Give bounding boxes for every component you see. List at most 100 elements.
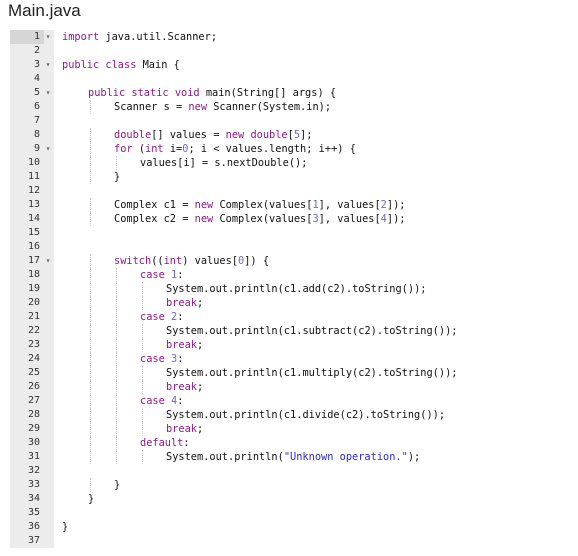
indent-guide	[90, 254, 91, 268]
code-line[interactable]: 32	[10, 464, 568, 478]
code-text: Complex c2 = new Complex(values[3], valu…	[114, 213, 406, 225]
code-text: Scanner s = new Scanner(System.in);	[114, 101, 332, 113]
line-number: 35	[27, 507, 40, 518]
indent-guide	[90, 156, 91, 170]
indent-guide	[116, 156, 117, 170]
indent-guide	[116, 380, 117, 394]
indent-guide	[90, 436, 91, 450]
code-line[interactable]: 3▾public class Main {	[10, 58, 568, 72]
code-line[interactable]: 9 ▾ for (int i=0; i < values.length; i++) …	[10, 142, 568, 156]
code-line[interactable]: 17▾switch((int) values[0]) {	[10, 254, 568, 268]
indent-guide	[90, 338, 91, 352]
code-line[interactable]: 37	[10, 534, 568, 548]
indent-guide	[90, 408, 91, 422]
code-text: double[] values = new double[5];	[114, 129, 313, 141]
code-line[interactable]: 12	[10, 184, 568, 198]
indent-guide	[142, 282, 143, 296]
code-text: import java.util.Scanner;	[62, 31, 218, 43]
indent-guide	[90, 142, 91, 156]
indent-guide	[90, 380, 91, 394]
code-line[interactable]: 5▾public static void main(String[] args)…	[10, 86, 568, 100]
indent-guide	[90, 100, 91, 114]
indent-guide	[90, 394, 91, 408]
code-line[interactable]: 6 Scanner s = new Scanner(System.in);	[10, 100, 568, 114]
line-number: 33	[27, 479, 40, 490]
indent-guide	[116, 310, 117, 324]
line-number: 28	[27, 409, 40, 420]
line-number: 18	[27, 269, 40, 280]
line-number: 9	[33, 143, 40, 154]
indent-guide	[116, 352, 117, 366]
code-text: System.out.println(c1.subtract(c2).toStr…	[166, 325, 458, 337]
line-number: 6	[33, 101, 40, 112]
indent-guide	[90, 478, 91, 492]
line-number: 4	[33, 73, 40, 84]
code-text: break;	[166, 423, 204, 435]
code-line[interactable]: 28 System.out.println(c1.divide(c2).toStr…	[10, 408, 568, 422]
code-line[interactable]: 34}	[10, 492, 568, 506]
code-line[interactable]: 33}	[10, 478, 568, 492]
chevron-down-icon[interactable]: ▾	[45, 256, 51, 265]
code-line[interactable]: 4	[10, 72, 568, 86]
code-line[interactable]: 22 System.out.println(c1.subtract(c2).toS…	[10, 324, 568, 338]
code-line[interactable]: 7	[10, 114, 568, 128]
line-number: 36	[27, 521, 40, 532]
indent-guide	[142, 380, 143, 394]
indent-guide	[116, 422, 117, 436]
indent-guide	[142, 324, 143, 338]
chevron-down-icon[interactable]: ▾	[45, 60, 51, 69]
code-text: System.out.println(c1.divide(c2).toStrin…	[166, 409, 446, 421]
line-number: 10	[27, 157, 40, 168]
line-number: 22	[27, 325, 40, 336]
code-text: System.out.println("Unknown operation.")…	[166, 451, 421, 463]
line-number: 7	[33, 115, 40, 126]
line-number: 37	[27, 535, 40, 546]
indent-guide	[90, 198, 91, 212]
code-line[interactable]: 16	[10, 240, 568, 254]
code-text: break;	[166, 339, 204, 351]
code-line[interactable]: 11}	[10, 170, 568, 184]
chevron-down-icon[interactable]: ▾	[45, 144, 51, 153]
line-number: 19	[27, 283, 40, 294]
line-number: 2	[33, 45, 40, 56]
indent-guide	[142, 296, 143, 310]
indent-guide	[116, 338, 117, 352]
chevron-down-icon[interactable]: ▾	[45, 88, 51, 97]
line-number: 25	[27, 367, 40, 378]
code-line[interactable]: 15	[10, 226, 568, 240]
indent-guide	[142, 366, 143, 380]
file-title: Main.java	[8, 1, 81, 20]
code-text: for (int i=0; i < values.length; i++) {	[114, 143, 356, 155]
indent-guide	[90, 450, 91, 464]
indent-guide	[116, 282, 117, 296]
indent-guide	[116, 268, 117, 282]
code-text: }	[114, 479, 121, 491]
line-number: 34	[27, 493, 40, 504]
code-line[interactable]: 19 System.out.println(c1.add(c2).toString…	[10, 282, 568, 296]
code-line[interactable]: 35	[10, 506, 568, 520]
code-line[interactable]: 2	[10, 44, 568, 58]
chevron-down-icon[interactable]: ▾	[45, 32, 51, 41]
line-number: 32	[27, 465, 40, 476]
indent-guide	[142, 408, 143, 422]
code-text: System.out.println(c1.add(c2).toString()…	[166, 283, 427, 295]
line-number: 21	[27, 311, 40, 322]
code-line[interactable]: 36}	[10, 520, 568, 534]
code-line[interactable]: 1▾import java.util.Scanner;	[10, 30, 568, 44]
